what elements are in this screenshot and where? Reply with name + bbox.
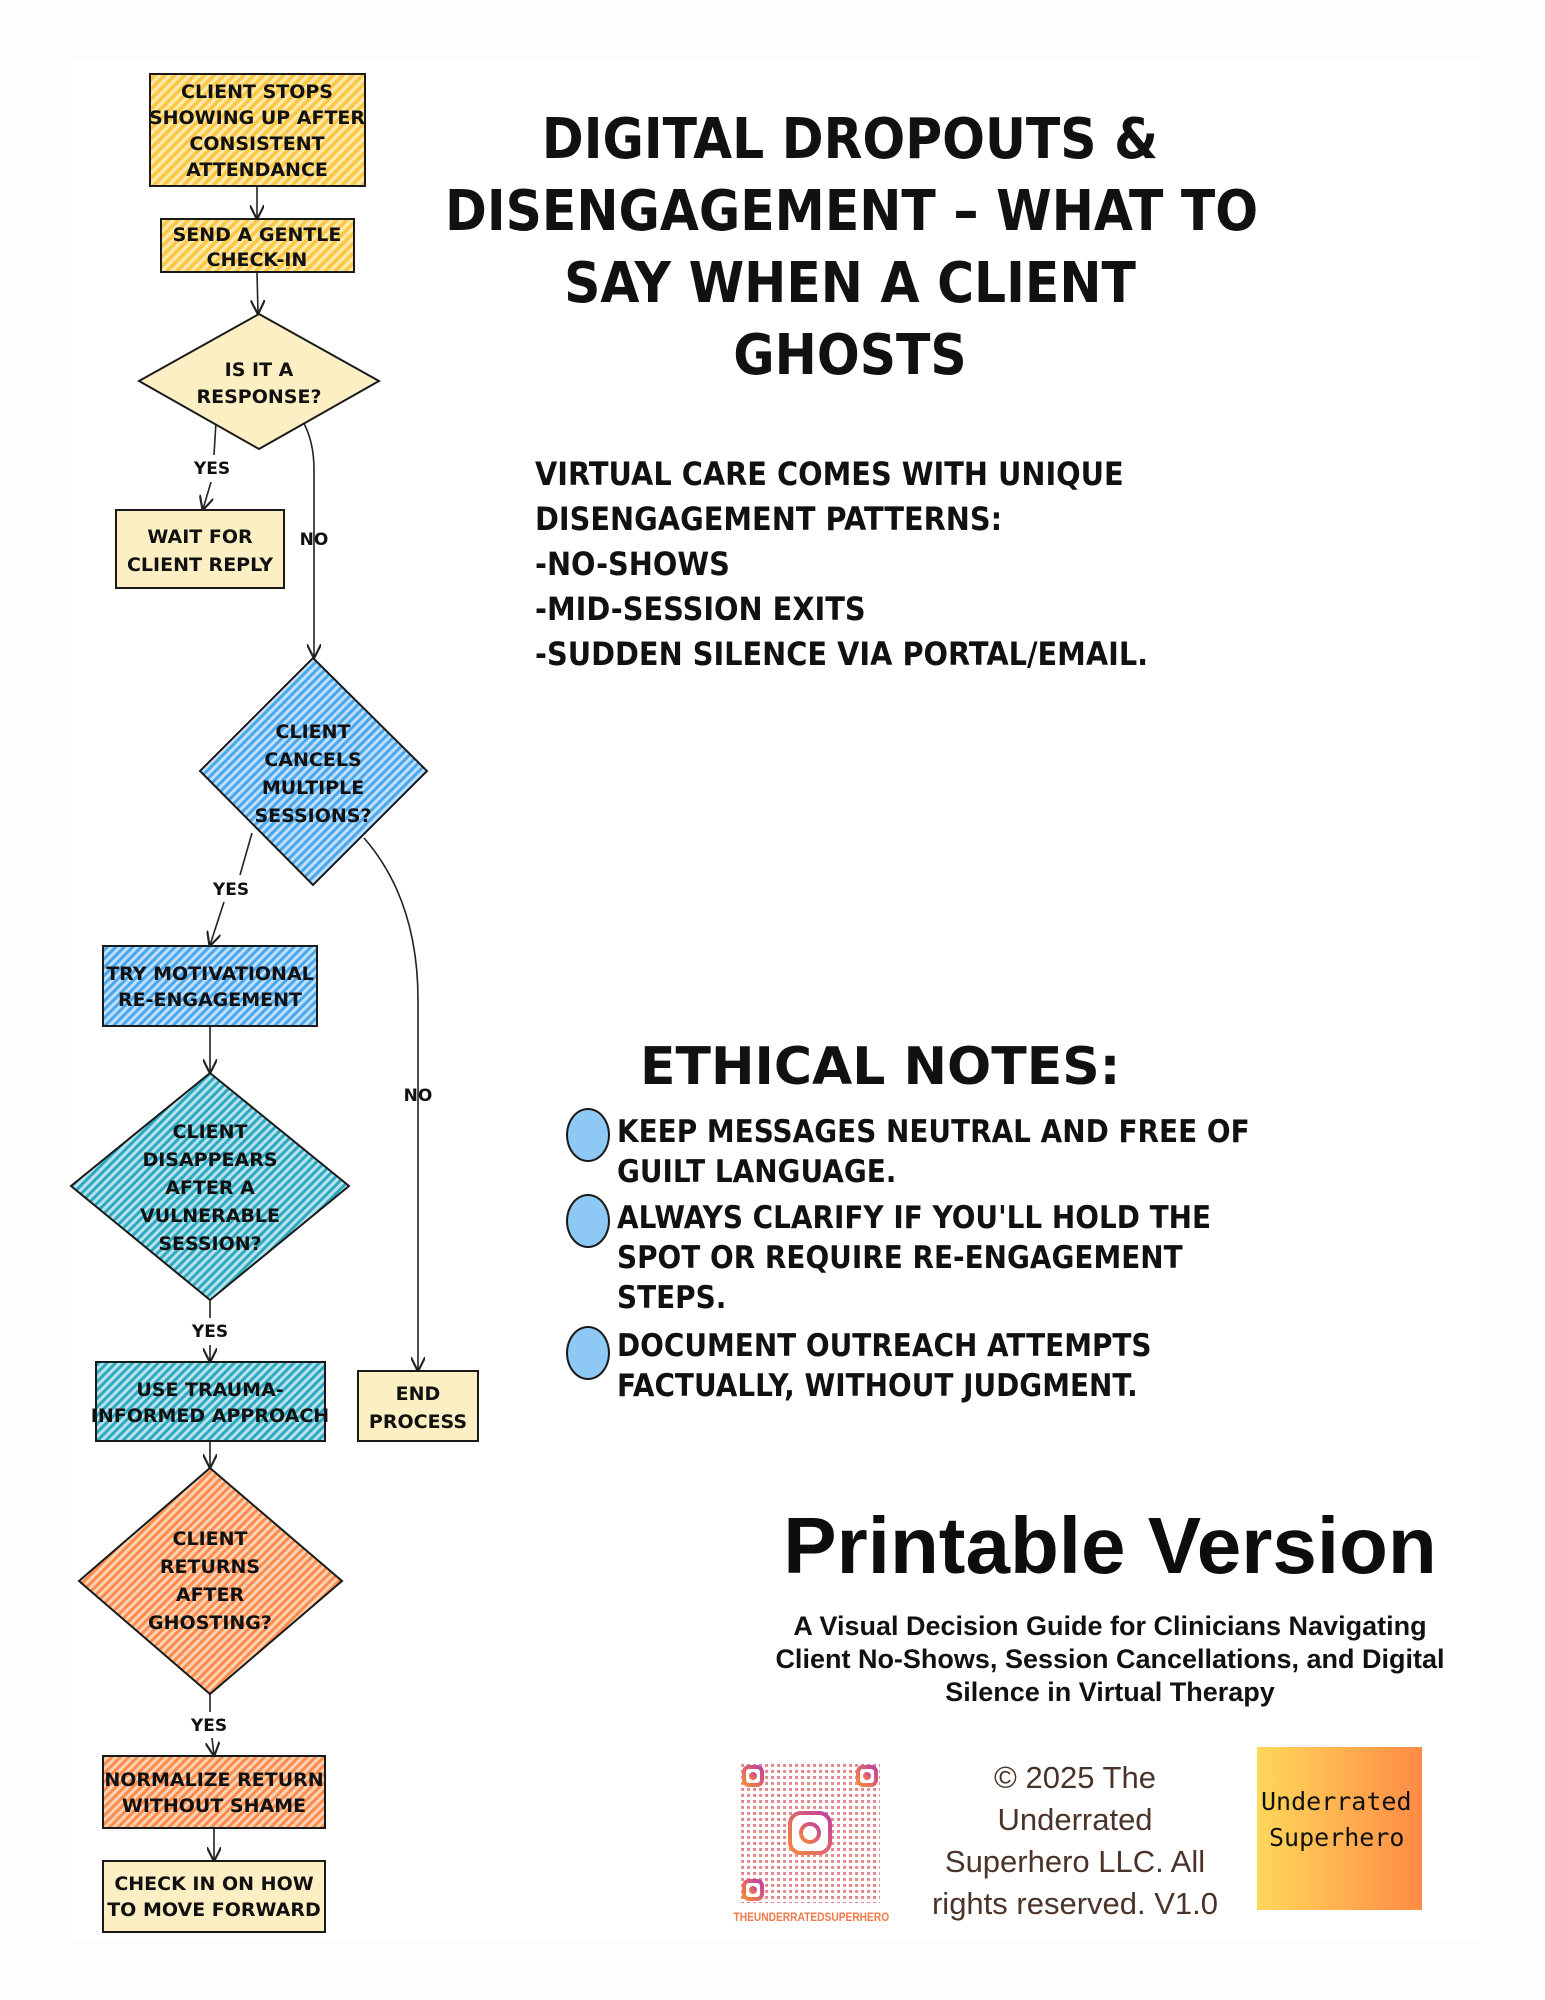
bullet-circle-icon [566, 1194, 610, 1248]
bullet-circle-icon [566, 1108, 610, 1162]
arrow [210, 1694, 214, 1755]
arrow [203, 421, 216, 509]
node-motivational [102, 945, 318, 1027]
node-text: Use trauma-informed approach [91, 1379, 329, 1427]
page-title: Digital Dropouts & Disengagement – What … [445, 104, 1259, 392]
arrow [257, 271, 258, 313]
intro-line: -Mid-session exits [535, 590, 866, 628]
subtitle-line: Client No-Shows, Session Cancellations, … [775, 1644, 1445, 1674]
ethics-line: Always clarify if you'll hold the [617, 1200, 1212, 1236]
node-trauma-informed [95, 1361, 326, 1442]
qr-label: THEUNDERRATEDSUPERHERO [733, 1910, 890, 1924]
printable-version-title: Printable Version [783, 1501, 1437, 1590]
node-check-in-forward [102, 1860, 326, 1933]
intro-line: Virtual care comes with unique [535, 455, 1124, 493]
copyright-line: Superhero LLC. All [944, 1844, 1206, 1879]
node-send-check-in [160, 218, 355, 273]
intro-line: -Sudden silence via portal/email. [535, 635, 1149, 673]
title-line: Digital Dropouts & [541, 107, 1159, 172]
ethics-item: Document outreach attempts factually, wit… [617, 1326, 1152, 1406]
node-client-stops [149, 73, 366, 187]
arrow [210, 832, 253, 945]
logo-line: Underrated [1261, 1787, 1412, 1816]
copyright-line: rights reserved. V1.0 [931, 1886, 1219, 1921]
ethics-item: Always clarify if you'll hold the spot or… [617, 1198, 1211, 1318]
arrow [363, 837, 418, 1370]
intro-line: disengagement patterns: [535, 500, 1003, 538]
edge-label-yes: Yes [212, 880, 249, 900]
instagram-qr-code-icon[interactable] [740, 1763, 880, 1903]
bullet-circle-icon [566, 1326, 610, 1380]
title-line: Disengagement – What to [445, 179, 1259, 244]
subtitle-line: Silence in Virtual Therapy [945, 1677, 1275, 1707]
node-wait-reply [115, 509, 285, 589]
ethics-line: Keep messages neutral and free of [617, 1114, 1250, 1150]
ethics-line: factually, without judgment. [617, 1368, 1138, 1404]
subtitle-line: A Visual Decision Guide for Clinicians N… [793, 1611, 1427, 1641]
node-is-response [136, 312, 382, 451]
edge-label-yes: Yes [191, 1322, 228, 1342]
ethics-item: Keep messages neutral and free of guilt l… [617, 1112, 1250, 1192]
copyright-line: © 2025 The [994, 1760, 1156, 1795]
node-cancels-multiple [198, 656, 429, 887]
edge-label-no: No [404, 1086, 433, 1106]
edge-label-yes: Yes [193, 459, 230, 479]
copyright-text: © 2025 The Underrated Superhero LLC. All… [900, 1757, 1250, 1925]
ethics-line: spot or require re-engagement [617, 1240, 1183, 1276]
logo-line: Superhero [1269, 1823, 1405, 1852]
node-disappears [69, 1071, 351, 1302]
intro-line: -No-shows [535, 545, 730, 583]
title-line: ghosts [733, 323, 967, 388]
ethics-heading: Ethical Notes: [640, 1037, 1121, 1097]
underrated-superhero-logo: Underrated Superhero [1257, 1747, 1422, 1910]
copyright-line: Underrated [997, 1802, 1153, 1837]
printable-subtitle: A Visual Decision Guide for Clinicians N… [700, 1610, 1520, 1709]
node-end-process [357, 1370, 479, 1442]
intro-text: Virtual care comes with unique disengage… [535, 452, 1148, 677]
ethics-line: steps. [617, 1280, 727, 1316]
node-normalize [102, 1755, 326, 1829]
node-returns [77, 1466, 344, 1696]
ethics-line: Document outreach attempts [617, 1328, 1152, 1364]
title-line: say when a client [564, 251, 1136, 316]
ethics-line: guilt language. [617, 1154, 897, 1190]
edge-label-yes: Yes [190, 1716, 227, 1736]
edge-label-no: No [300, 530, 329, 550]
